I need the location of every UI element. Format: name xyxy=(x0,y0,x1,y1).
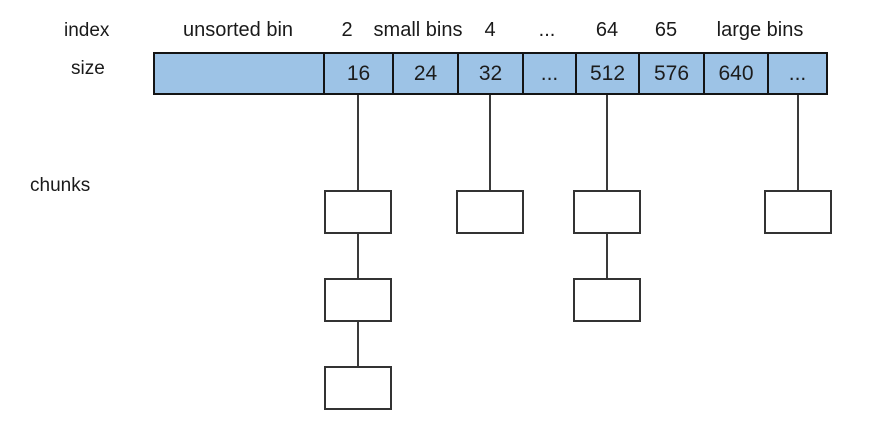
chunk-box xyxy=(763,190,832,234)
connector-line xyxy=(605,234,608,278)
header-large-bins: large bins xyxy=(716,19,804,41)
bin-cell-640: 640 xyxy=(703,54,767,93)
header-index-65: 65 xyxy=(654,19,678,41)
connector-line xyxy=(356,322,359,366)
chunk-box xyxy=(572,278,641,322)
bin-cell-576: 576 xyxy=(638,54,703,93)
bin-cell-unsorted xyxy=(155,54,323,93)
header-unsorted-bin: unsorted bin xyxy=(182,19,294,41)
connector-line xyxy=(356,234,359,278)
connector-line xyxy=(796,95,799,190)
row-label-chunks: chunks xyxy=(30,175,91,196)
chunk-box xyxy=(323,278,392,322)
connector-line xyxy=(356,95,359,190)
bin-cell-32: 32 xyxy=(457,54,522,93)
bin-cell-24: 24 xyxy=(392,54,457,93)
chunk-box xyxy=(455,190,524,234)
chunk-box xyxy=(572,190,641,234)
header-index-64: 64 xyxy=(595,19,619,41)
header-index-4: 4 xyxy=(484,19,496,41)
bin-cell-512: 512 xyxy=(575,54,638,93)
bin-cell-16: 16 xyxy=(323,54,392,93)
size-bar: 16 24 32 ... 512 576 640 ... xyxy=(153,52,828,95)
header-small-bins: small bins xyxy=(373,19,463,41)
header-index-2: 2 xyxy=(341,19,353,41)
header-ellipsis: ... xyxy=(538,19,556,41)
connector-line xyxy=(488,95,491,190)
bin-cell-large-ellipsis: ... xyxy=(767,54,826,93)
row-label-size: size xyxy=(71,58,105,79)
chunk-box xyxy=(323,190,392,234)
chunk-box xyxy=(323,366,392,410)
connector-line xyxy=(605,95,608,190)
bin-cell-small-ellipsis: ... xyxy=(522,54,575,93)
row-label-index: index xyxy=(64,20,110,41)
